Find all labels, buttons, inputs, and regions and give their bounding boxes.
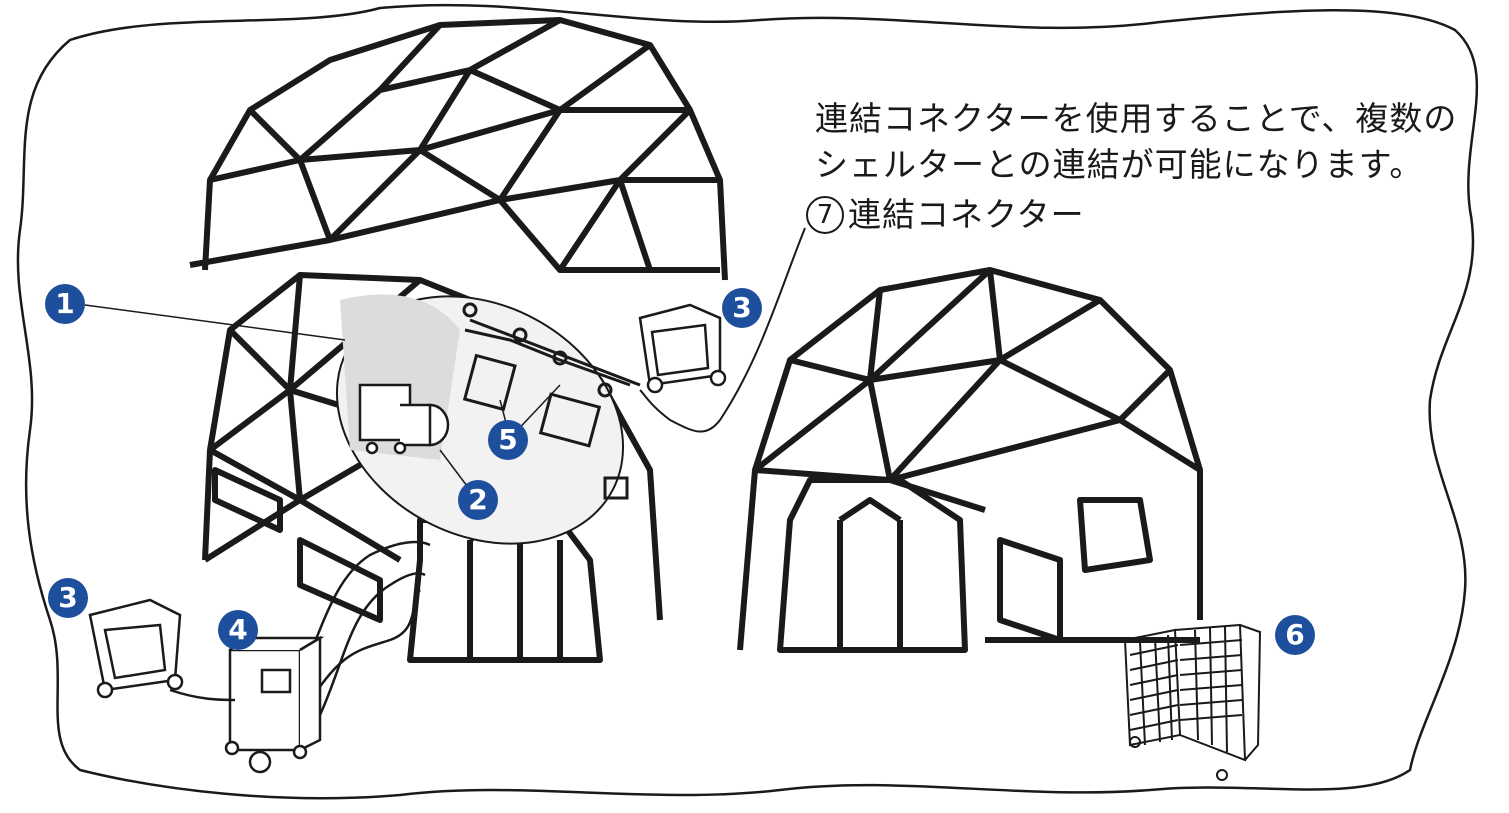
callout-badge-1: 1: [45, 284, 85, 324]
callout-number: 3: [732, 291, 752, 324]
generator-unit: [224, 635, 325, 774]
callout-number: 4: [228, 613, 248, 646]
dome-back-left: [189, 17, 728, 281]
callout-badge-4: 4: [218, 610, 258, 650]
callout-badge-2: 2: [458, 480, 498, 520]
callout-number: 1: [55, 287, 75, 320]
connector-leader-line: [639, 227, 806, 433]
callout-number: 3: [58, 581, 78, 614]
callout-badge-6: 6: [1275, 615, 1315, 655]
callout-number: 6: [1285, 618, 1305, 651]
callout-badge-5: 5: [488, 420, 528, 460]
dome-right: [737, 267, 1203, 653]
connector-label: 7 連結コネクター: [806, 192, 1085, 238]
heater-unit-top: [638, 303, 727, 394]
cloud-outline: [16, 3, 1479, 800]
callout-number: 5: [498, 423, 518, 456]
callout-number: 2: [468, 483, 488, 516]
description-line-2: シェルターとの連結が可能になります。: [815, 145, 1424, 184]
cage-cart: [1123, 623, 1262, 781]
inset-detail: [335, 294, 641, 545]
connector-label-number: 7: [806, 196, 844, 234]
callout-badge-3-top: 3: [722, 288, 762, 328]
description-line-1: 連結コネクターを使用することで、複数の: [815, 99, 1458, 138]
callout-badge-3-bottom: 3: [48, 578, 88, 618]
heater-unit-bottom: [88, 598, 236, 702]
connector-label-text: 連結コネクター: [848, 195, 1085, 234]
